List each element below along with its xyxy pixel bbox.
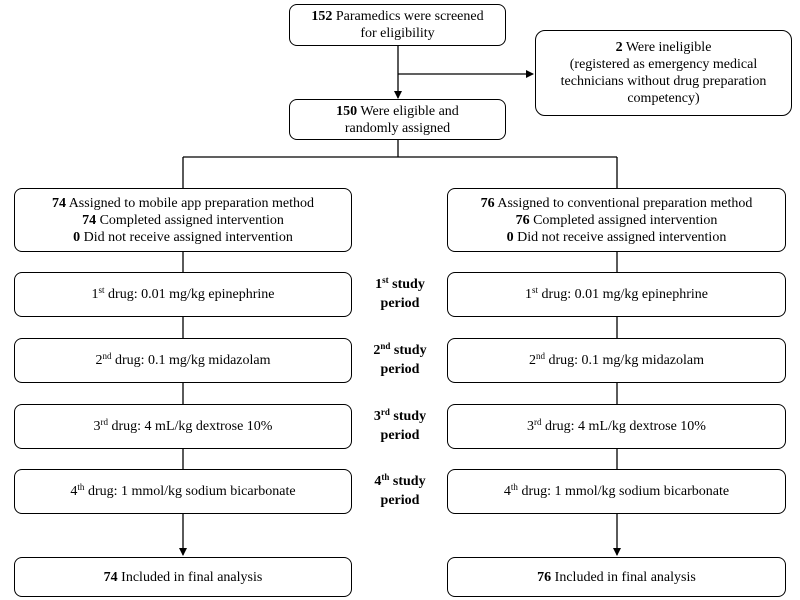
right-drug-3-text: drug: 4 mL/kg dextrose 10%: [545, 419, 706, 434]
right-drug-1-ordinal: 1: [525, 287, 533, 302]
period-2-word2: period: [380, 362, 420, 377]
left-drug-2-ordinal: 2: [95, 353, 103, 368]
eligible-text: Were eligible and: [360, 103, 459, 119]
right-assigned-text: Assigned to conventional preparation met…: [497, 195, 753, 211]
right-completed-count: 76: [515, 212, 530, 228]
right-drug-2-suffix: nd: [535, 351, 545, 361]
left-completed-count: 74: [82, 212, 97, 228]
period-3-word1: study: [393, 409, 427, 424]
study-period-4-label: 4th study period: [355, 472, 445, 510]
period-4-word2: period: [380, 493, 420, 508]
screened-text-2: for eligibility: [360, 26, 435, 41]
left-drug-box-3: 3rd drug: 4 mL/kg dextrose 10%: [14, 404, 352, 449]
period-4-ordinal: 4: [374, 474, 382, 489]
right-assignment-box: 76 Assigned to conventional preparation …: [447, 188, 786, 252]
left-not-received-count: 0: [73, 229, 81, 245]
left-drug-1-suffix: st: [98, 285, 105, 295]
left-assigned-text: Assigned to mobile app preparation metho…: [68, 195, 315, 211]
right-drug-2-text: drug: 0.1 mg/kg midazolam: [548, 353, 705, 368]
left-drug-1-text: drug: 0.01 mg/kg epinephrine: [108, 287, 275, 302]
right-drug-2-ordinal: 2: [528, 353, 536, 368]
eligible-count: 150: [336, 103, 358, 119]
period-3-ordinal: 3: [373, 409, 381, 424]
screened-box: 152 Paramedics were screened for eligibi…: [289, 4, 506, 46]
screened-text: Paramedics were screened: [335, 9, 484, 24]
study-period-1-label: 1st study period: [355, 275, 445, 313]
period-2-word1: study: [393, 343, 427, 358]
left-assignment-box: 74 Assigned to mobile app preparation me…: [14, 188, 352, 252]
right-drug-3-suffix: rd: [534, 417, 542, 427]
left-drug-box-1: 1st drug: 0.01 mg/kg epinephrine: [14, 272, 352, 317]
left-drug-4-suffix: th: [77, 482, 85, 492]
ineligible-count: 2: [615, 40, 623, 55]
period-4-suffix: th: [381, 472, 390, 482]
right-completed-text: Completed assigned intervention: [533, 212, 718, 228]
left-drug-1-ordinal: 1: [91, 287, 99, 302]
left-completed-text: Completed assigned intervention: [99, 212, 284, 228]
eligible-box: 150 Were eligible and randomly assigned: [289, 99, 506, 140]
ineligible-detail-2: technicians without drug preparation: [560, 74, 767, 89]
right-drug-4-text: drug: 1 mmol/kg sodium bicarbonate: [521, 484, 730, 499]
right-drug-box-2: 2nd drug: 0.1 mg/kg midazolam: [447, 338, 786, 383]
left-drug-3-text: drug: 4 mL/kg dextrose 10%: [111, 419, 273, 434]
study-period-2-label: 2nd study period: [355, 341, 445, 379]
period-1-word1: study: [392, 277, 425, 292]
left-final-analysis-box: 74 Included in final analysis: [14, 557, 352, 597]
right-final-analysis-box: 76 Included in final analysis: [447, 557, 786, 597]
right-drug-4-ordinal: 4: [503, 484, 511, 499]
right-drug-4-suffix: th: [510, 482, 518, 492]
ineligible-text: Were ineligible: [625, 40, 712, 55]
right-drug-3-ordinal: 3: [527, 419, 534, 434]
left-drug-3-suffix: rd: [100, 417, 109, 427]
right-drug-box-4: 4th drug: 1 mmol/kg sodium bicarbonate: [447, 469, 786, 514]
right-not-received-count: 0: [506, 229, 514, 245]
left-final-count: 74: [103, 569, 118, 585]
left-final-text: Included in final analysis: [121, 569, 263, 585]
screened-count: 152: [311, 9, 333, 24]
right-drug-box-1: 1st drug: 0.01 mg/kg epinephrine: [447, 272, 786, 317]
eligible-text-2: randomly assigned: [344, 120, 451, 136]
left-drug-2-suffix: nd: [102, 351, 112, 361]
right-not-received-text: Did not receive assigned intervention: [517, 229, 727, 245]
right-final-count: 76: [537, 569, 552, 585]
period-2-ordinal: 2: [373, 343, 381, 358]
right-drug-1-suffix: st: [532, 285, 539, 295]
left-drug-3-ordinal: 3: [93, 419, 101, 434]
period-4-word1: study: [392, 474, 426, 489]
study-period-3-label: 3rd study period: [355, 407, 445, 445]
ineligible-detail-1: (registered as emergency medical: [569, 57, 758, 72]
ineligible-detail-3: competency): [627, 91, 700, 106]
left-drug-4-ordinal: 4: [70, 484, 78, 499]
left-drug-box-2: 2nd drug: 0.1 mg/kg midazolam: [14, 338, 352, 383]
left-assigned-count: 74: [51, 195, 66, 211]
period-1-suffix: st: [382, 275, 389, 285]
period-1-word2: period: [380, 296, 420, 311]
period-1-ordinal: 1: [375, 277, 383, 292]
period-2-suffix: nd: [380, 341, 391, 351]
right-drug-1-text: drug: 0.01 mg/kg epinephrine: [541, 287, 708, 302]
left-not-received-text: Did not receive assigned intervention: [83, 229, 293, 245]
left-drug-2-text: drug: 0.1 mg/kg midazolam: [114, 353, 271, 368]
right-assigned-count: 76: [480, 195, 495, 211]
left-drug-box-4: 4th drug: 1 mmol/kg sodium bicarbonate: [14, 469, 352, 514]
left-drug-4-text: drug: 1 mmol/kg sodium bicarbonate: [87, 484, 296, 499]
period-3-suffix: rd: [380, 407, 390, 417]
right-final-text: Included in final analysis: [554, 569, 696, 585]
ineligible-box: 2 Were ineligible (registered as emergen…: [535, 30, 792, 116]
right-drug-box-3: 3rd drug: 4 mL/kg dextrose 10%: [447, 404, 786, 449]
period-3-word2: period: [380, 428, 420, 443]
